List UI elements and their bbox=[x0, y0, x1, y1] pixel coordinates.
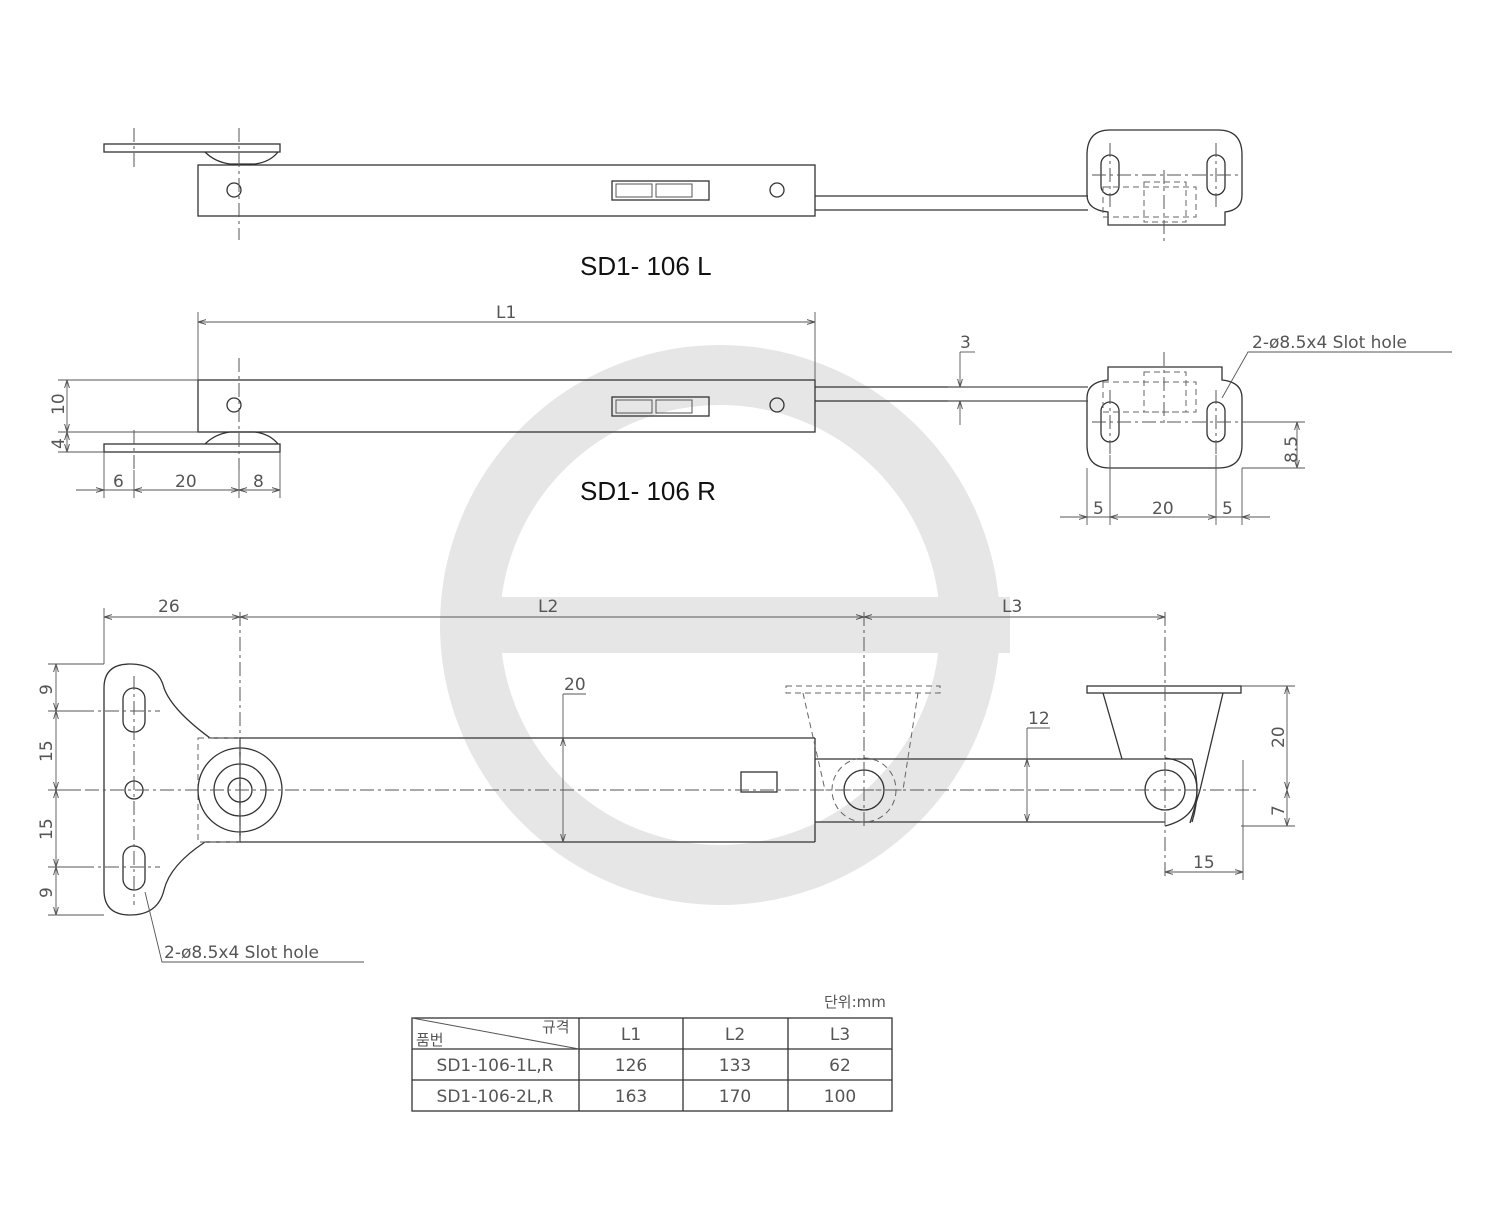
dimension-8-5 bbox=[1242, 421, 1305, 469]
label-12: 12 bbox=[1028, 709, 1050, 729]
dimension-20-mid bbox=[563, 693, 586, 842]
label-10: 10 bbox=[49, 393, 69, 415]
label-26: 26 bbox=[158, 597, 180, 617]
dimension-15-right bbox=[1165, 760, 1244, 880]
watermark-logo bbox=[440, 345, 1010, 905]
dimension-20-7-right bbox=[1241, 685, 1295, 827]
table-row-1-part: SD1-106-1L,R bbox=[437, 1056, 554, 1076]
label-l2: L2 bbox=[538, 597, 558, 617]
label-5-right: 5 bbox=[1222, 499, 1233, 519]
note-slot-hole-left: 2-ø8.5x4 Slot hole bbox=[164, 943, 319, 963]
table-corner-top: 규격 bbox=[542, 1018, 570, 1036]
label-9-top: 9 bbox=[37, 684, 57, 695]
view-sd1-106-l bbox=[103, 128, 1243, 242]
label-20-right-h: 20 bbox=[1269, 726, 1289, 748]
note-slot-hole-right: 2-ø8.5x4 Slot hole bbox=[1252, 333, 1407, 353]
label-20-top: 20 bbox=[175, 472, 197, 492]
table-row-2-part: SD1-106-2L,R bbox=[437, 1087, 554, 1107]
table-row-1-l2: 133 bbox=[719, 1056, 751, 1076]
title-left: SD1- 106 L bbox=[580, 251, 712, 281]
label-9-bottom: 9 bbox=[37, 887, 57, 898]
table-header-l3: L3 bbox=[830, 1025, 850, 1045]
dimension-9-15-15-9 bbox=[48, 663, 104, 916]
table-row-2-l1: 163 bbox=[615, 1087, 647, 1107]
label-l3: L3 bbox=[1002, 597, 1022, 617]
table-row-2-l2: 170 bbox=[719, 1087, 751, 1107]
dimension-26-l2-l3 bbox=[103, 608, 1165, 664]
dimension-5-20-5 bbox=[1060, 455, 1270, 525]
label-7: 7 bbox=[1269, 805, 1289, 816]
table-header-l1: L1 bbox=[621, 1025, 641, 1045]
dimension-10-4 bbox=[58, 379, 198, 453]
label-20-mid: 20 bbox=[564, 675, 586, 695]
dimension-6-20-8 bbox=[76, 452, 281, 498]
spec-table bbox=[411, 1017, 893, 1112]
label-8: 8 bbox=[253, 472, 264, 492]
label-8-5: 8.5 bbox=[1282, 436, 1302, 463]
title-right: SD1- 106 R bbox=[580, 476, 716, 506]
label-15-top: 15 bbox=[37, 740, 57, 762]
label-3: 3 bbox=[960, 333, 971, 353]
slot-hole-leader-left bbox=[144, 891, 364, 963]
label-5-left: 5 bbox=[1093, 499, 1104, 519]
label-15-bottom: 15 bbox=[37, 818, 57, 840]
slot-hole-leader-right bbox=[1221, 351, 1452, 399]
table-row-2-l3: 100 bbox=[824, 1087, 856, 1107]
label-6: 6 bbox=[113, 472, 124, 492]
dimension-l1 bbox=[197, 312, 816, 380]
table-header-l2: L2 bbox=[725, 1025, 745, 1045]
label-4: 4 bbox=[49, 438, 69, 449]
table-row-1-l1: 126 bbox=[615, 1056, 647, 1076]
table-row-1-l3: 62 bbox=[829, 1056, 851, 1076]
table-unit: 단위:mm bbox=[824, 993, 886, 1011]
label-20-right: 20 bbox=[1152, 499, 1174, 519]
table-corner-bottom: 품번 bbox=[416, 1031, 444, 1049]
view-plan bbox=[60, 612, 1260, 916]
label-l1: L1 bbox=[496, 303, 516, 323]
dimension-12 bbox=[1027, 727, 1050, 822]
label-15-right: 15 bbox=[1193, 853, 1215, 873]
dimension-3 bbox=[948, 351, 1088, 425]
